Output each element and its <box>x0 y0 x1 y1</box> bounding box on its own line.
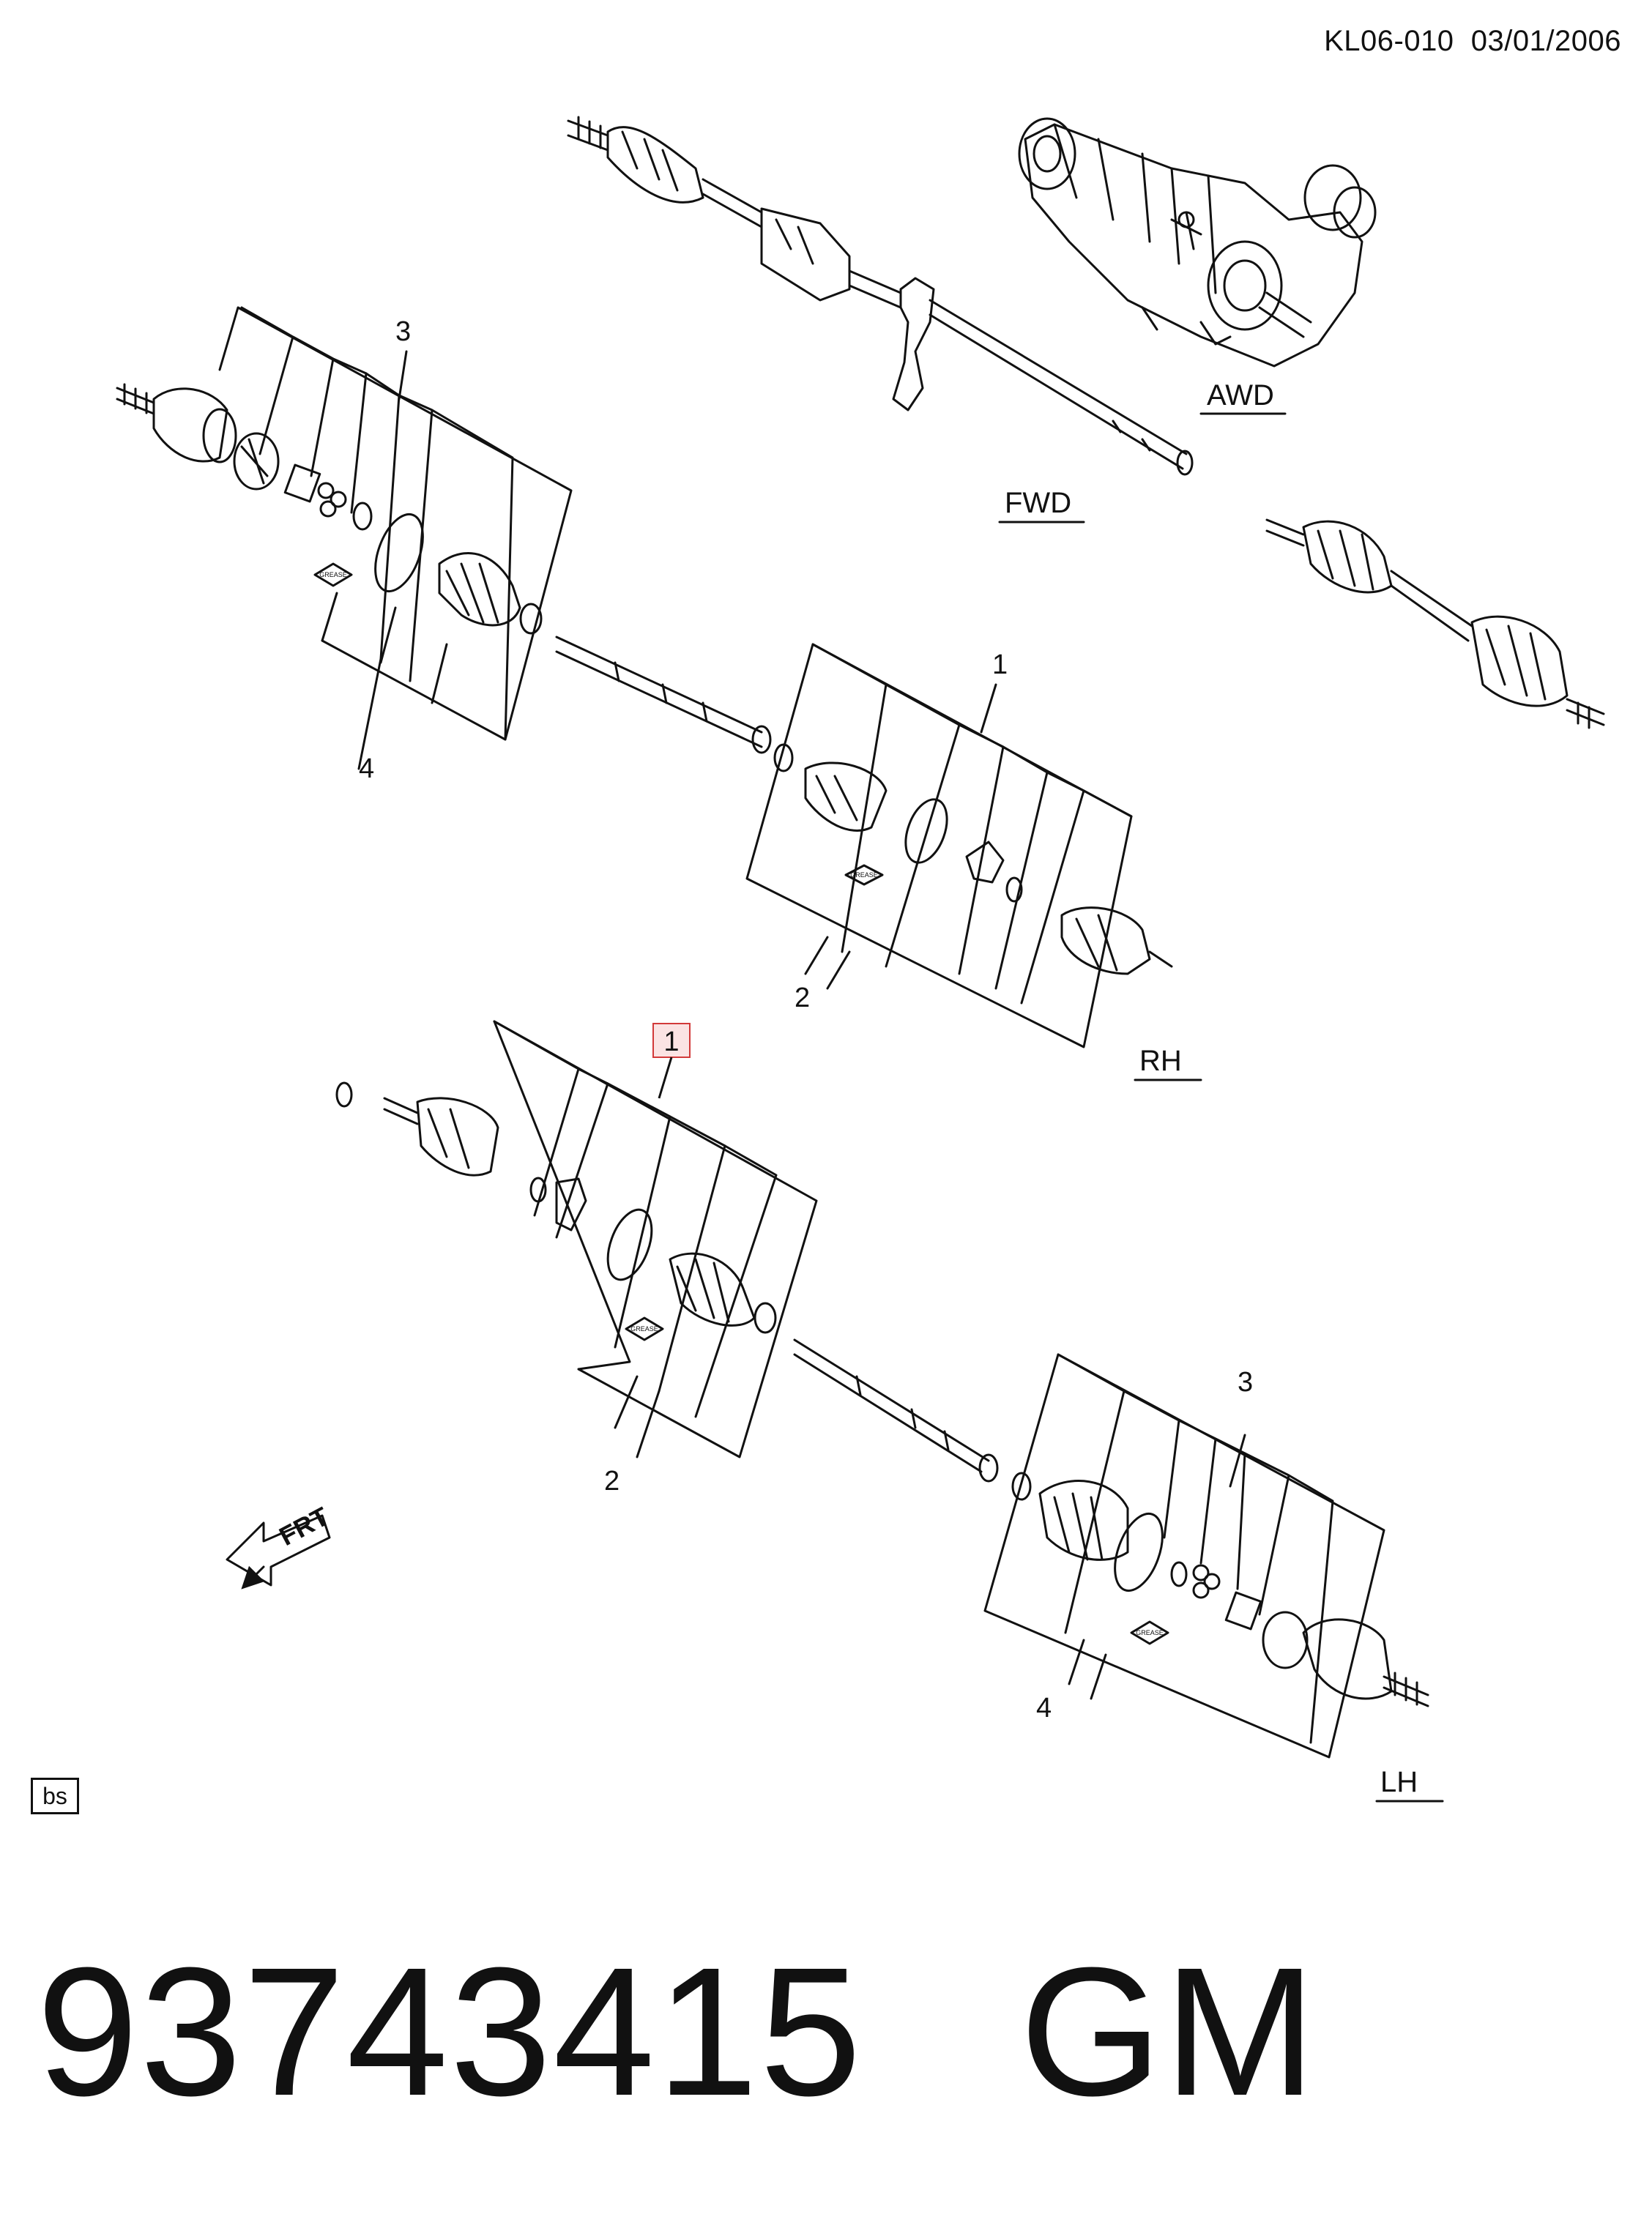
callout-rh-inner-kit: 1 <box>992 649 1008 680</box>
diagram-code: KL06-010 <box>1324 25 1454 57</box>
callout-lh-outer-boot: 4 <box>1036 1693 1052 1724</box>
diagram-header: KL06-010 03/01/2006 <box>1324 25 1621 58</box>
fwd-label: FWD <box>1005 487 1071 519</box>
callout-rh-inner-boot: 2 <box>795 983 810 1013</box>
lh-label: LH <box>1380 1766 1418 1798</box>
rh-label: RH <box>1139 1045 1182 1077</box>
lh-inner-grease-label: GREASE <box>630 1325 658 1333</box>
bs-marker: bs <box>31 1778 79 1814</box>
callout-lh-outer-kit: 3 <box>1238 1367 1253 1398</box>
part-number-line: 93743415 GM <box>37 1940 1317 2123</box>
rh-outer-callout-frame <box>218 306 573 770</box>
rh-complete-shaft <box>1265 518 1605 729</box>
highlighted-callout: 1 <box>652 1023 691 1099</box>
lh-outer-grease-label: GREASE <box>1136 1629 1164 1636</box>
awd-label: AWD <box>1207 379 1274 411</box>
awd-transfer-case <box>1018 117 1377 368</box>
lh-outer-joint-assembly <box>1011 1472 1429 1707</box>
rh-outer-joint-assembly <box>116 383 543 635</box>
lh-inner-joint-assembly <box>335 1081 777 1341</box>
lh-inner-callout-frame <box>493 1020 818 1458</box>
rh-outer-grease-label: GREASE <box>319 571 347 578</box>
rh-inner-joint-assembly <box>773 743 1173 975</box>
frt-arrow-icon <box>226 1514 331 1590</box>
callout-rh-outer-kit: 3 <box>395 316 411 347</box>
fwd-intermediate-shaft <box>567 116 1194 476</box>
rh-half-shaft <box>555 636 772 754</box>
callout-lh-inner-boot: 2 <box>604 1466 620 1497</box>
part-number: 93743415 <box>37 1929 863 2134</box>
lh-outer-callout-frame <box>983 1353 1385 1759</box>
callout-lh-inner-kit: 1 <box>663 1026 679 1057</box>
diagram-date: 03/01/2006 <box>1470 25 1621 57</box>
rh-inner-callout-frame <box>745 643 1133 1048</box>
callout-rh-outer-boot: 4 <box>359 753 374 784</box>
lh-half-shaft <box>793 1338 999 1483</box>
part-brand: GM <box>1019 1929 1318 2134</box>
rh-inner-grease-label: GREASE <box>850 871 878 879</box>
